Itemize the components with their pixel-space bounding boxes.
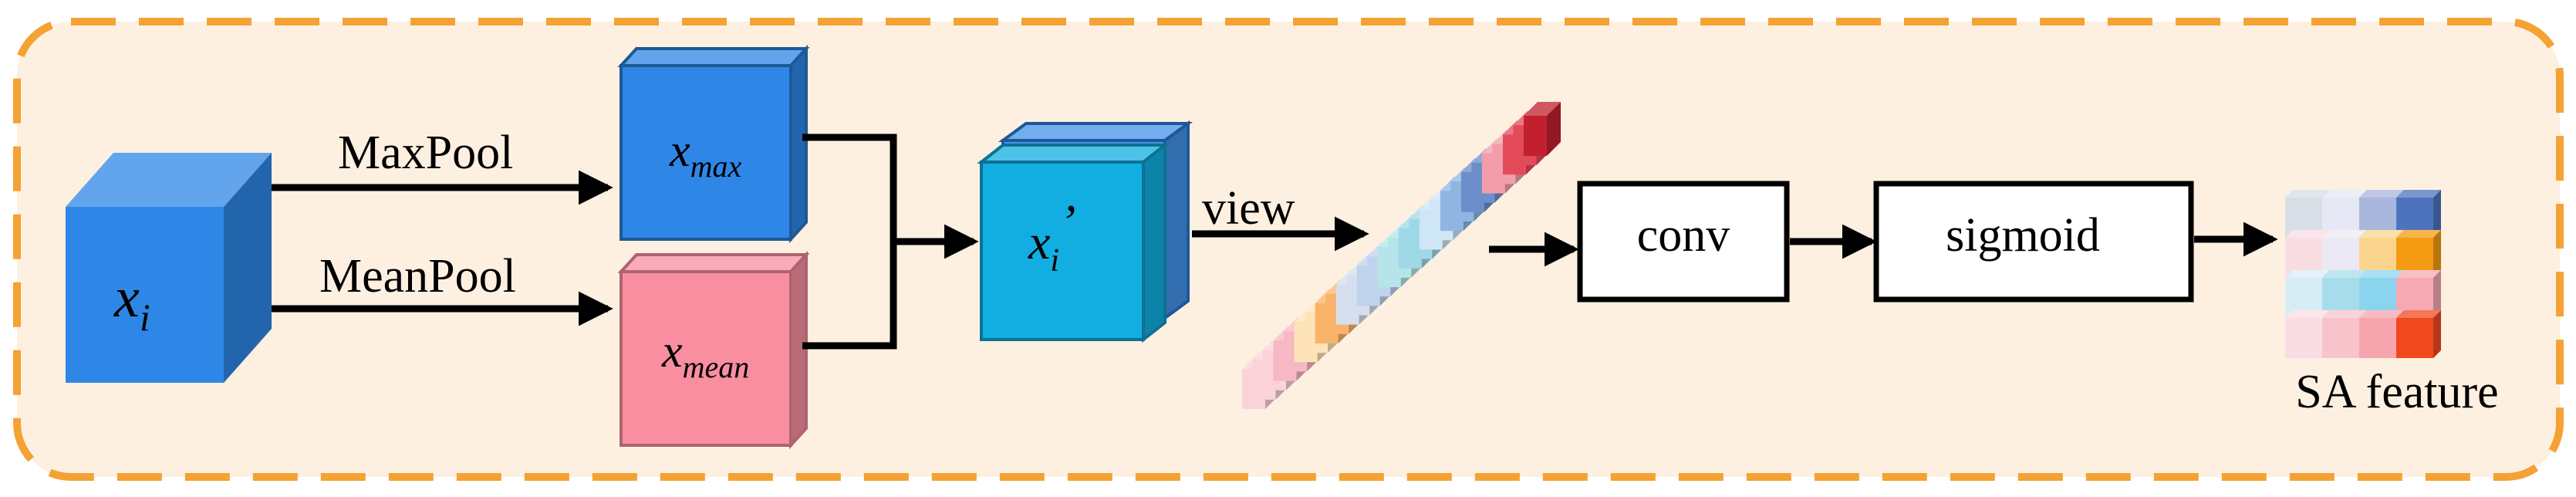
xi-prime-mark: ’ — [1059, 194, 1075, 249]
xmax-sub: max — [690, 149, 742, 184]
feature-cell-front-face — [2322, 198, 2359, 238]
strip-token-top-face — [1524, 102, 1561, 116]
xi-sub: i — [140, 296, 150, 339]
feature-cell-front-face — [2396, 198, 2433, 238]
feature-cell-front-face — [2322, 318, 2359, 358]
meanpool-label: MeanPool — [319, 250, 516, 303]
xmax-cube — [617, 44, 810, 244]
feature-cell-side-face — [2433, 270, 2441, 318]
xi-prime-front-cube-side-face — [1142, 141, 1166, 343]
strip-token-side-face — [1547, 102, 1561, 156]
xi-prime-front-cube-top-face — [977, 144, 1170, 164]
xi-cube-side-face — [224, 153, 272, 383]
xi-prime-back-cube-side-face — [1163, 120, 1190, 321]
xi-cube-front-face — [66, 207, 224, 383]
xmean-cube-front-face — [620, 270, 792, 447]
feature-cell — [2396, 270, 2441, 318]
xmean-cube — [617, 250, 810, 450]
xi-cube-top-face — [66, 153, 272, 207]
feature-cell-top-face — [2359, 190, 2404, 198]
xi-prime-base: x — [1028, 215, 1050, 269]
input-cube-xi — [66, 153, 272, 383]
feature-cell-side-face — [2433, 310, 2441, 358]
feature-cell-top-face — [2322, 270, 2367, 278]
feature-cell-top-face — [2359, 270, 2404, 278]
xmean-sub: mean — [683, 350, 750, 384]
xi-prime-cube — [977, 120, 1193, 343]
sa-feature-label: SA feature — [2295, 366, 2498, 418]
xmean-cube-side-face — [789, 250, 808, 450]
xmax-cube-side-face — [789, 44, 808, 244]
sigmoid-block — [1873, 181, 2194, 303]
feature-cell-front-face — [2285, 318, 2322, 358]
feature-cell — [2396, 310, 2441, 358]
strip-token-front-face — [1524, 116, 1547, 156]
feature-cell-front-face — [2396, 238, 2433, 278]
conv-label: conv — [1637, 209, 1730, 262]
feature-cell-side-face — [2433, 190, 2441, 238]
feature-cell-top-face — [2285, 270, 2330, 278]
feature-cell-top-face — [2285, 190, 2330, 198]
feature-cell — [2396, 230, 2441, 278]
xmax-cube-top-face — [617, 47, 810, 67]
xmax-base: x — [669, 125, 690, 176]
feature-cell-top-face — [2322, 310, 2367, 318]
feature-cell-top-face — [2322, 230, 2367, 238]
view-label: view — [1202, 182, 1295, 235]
xmax-label: xmax — [669, 125, 742, 184]
feature-cell-top-face — [2322, 190, 2367, 198]
feature-cell-side-face — [2433, 230, 2441, 278]
xmean-base: x — [661, 326, 683, 377]
feature-cell-front-face — [2396, 278, 2433, 318]
feature-cell-top-face — [2396, 190, 2441, 198]
feature-cell-top-face — [2359, 310, 2404, 318]
xi-prime-back-cube-top-face — [998, 122, 1193, 142]
feature-cell-top-face — [2359, 230, 2404, 238]
sa-feature-grid — [2285, 190, 2441, 358]
feature-cell-top-face — [2396, 310, 2441, 318]
feature-cell-top-face — [2396, 270, 2441, 278]
feature-cell-front-face — [2359, 198, 2396, 238]
feature-cell-top-face — [2285, 310, 2330, 318]
xi-prime-front-cube-front-face — [980, 161, 1145, 341]
xmean-label: xmean — [661, 326, 749, 384]
feature-cell-front-face — [2359, 278, 2396, 318]
xi-prime-sub: i — [1050, 243, 1059, 279]
sigmoid-label: sigmoid — [1946, 209, 2100, 262]
feature-cell-top-face — [2396, 230, 2441, 238]
input-cube-label: xi — [113, 266, 150, 339]
feature-cell-front-face — [2285, 198, 2322, 238]
feature-cell-front-face — [2359, 238, 2396, 278]
xi-base: x — [113, 266, 140, 330]
feature-cell-top-face — [2285, 230, 2330, 238]
xmax-cube-front-face — [620, 64, 792, 241]
flattened-token-strip — [1242, 102, 1561, 409]
conv-block — [1577, 181, 1790, 303]
feature-cell — [2396, 190, 2441, 238]
feature-cell-front-face — [2359, 318, 2396, 358]
xmean-cube-top-face — [617, 253, 810, 273]
maxpool-label: MaxPool — [338, 127, 513, 179]
feature-cell-front-face — [2285, 238, 2322, 278]
feature-cell-front-face — [2322, 278, 2359, 318]
feature-cell-front-face — [2396, 318, 2433, 358]
feature-cell-front-face — [2322, 238, 2359, 278]
feature-cell-front-face — [2285, 278, 2322, 318]
xi-prime-label: xi’ — [1028, 194, 1075, 279]
